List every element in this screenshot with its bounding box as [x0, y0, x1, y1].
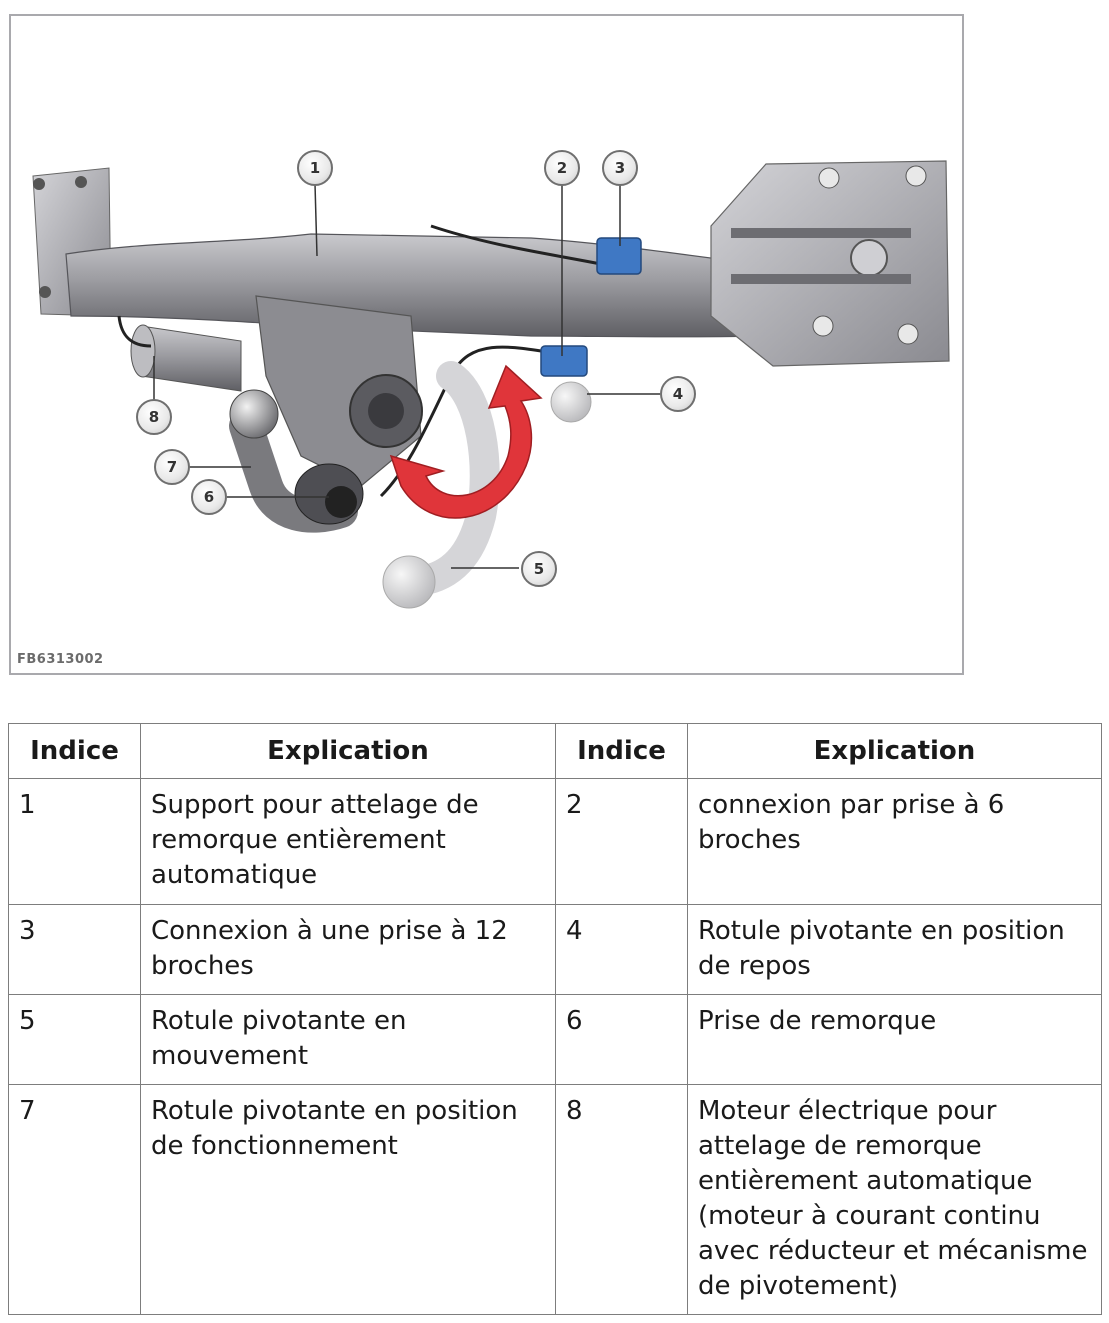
cell-explanation: Connexion à une prise à 12 broches — [140, 904, 556, 995]
callout-1: 1 — [297, 150, 333, 186]
cell-index: 2 — [555, 778, 688, 905]
ball-rest — [550, 381, 592, 423]
header-index: Indice — [8, 723, 141, 779]
table-row: 3 Connexion à une prise à 12 broches 4 R… — [8, 904, 1102, 995]
cell-explanation: Rotule pivotante en mouvement — [140, 994, 556, 1085]
connector-12-pin — [596, 237, 642, 275]
cell-explanation: Rotule pivotante en position de fonction… — [140, 1084, 556, 1315]
table-row: 5 Rotule pivotante en mouvement 6 Prise … — [8, 994, 1102, 1085]
cell-index: 8 — [555, 1084, 688, 1315]
right-mounting-plate — [710, 160, 950, 367]
callout-2: 2 — [544, 150, 580, 186]
cell-index: 4 — [555, 904, 688, 995]
callout-6: 6 — [191, 479, 227, 515]
connector-6-pin — [540, 345, 588, 377]
cell-index: 6 — [555, 994, 688, 1085]
table-row: 7 Rotule pivotante en position de foncti… — [8, 1084, 1102, 1315]
cell-explanation: Prise de remorque — [687, 994, 1102, 1085]
electric-motor — [140, 325, 242, 392]
callout-7: 7 — [154, 449, 190, 485]
header-index: Indice — [555, 723, 688, 779]
cell-explanation: connexion par prise à 6 broches — [687, 778, 1102, 905]
figure-code: FB6313002 — [17, 652, 104, 667]
callout-8: 8 — [136, 399, 172, 435]
callout-4: 4 — [660, 376, 696, 412]
callout-3: 3 — [602, 150, 638, 186]
tow-hitch-drawing — [32, 160, 950, 609]
header-explanation: Explication — [687, 723, 1102, 779]
callout-5: 5 — [521, 551, 557, 587]
cell-index: 5 — [8, 994, 141, 1085]
table-row: 1 Support pour attelage de remorque enti… — [8, 778, 1102, 905]
cell-explanation: Moteur électrique pour attelage de remor… — [687, 1084, 1102, 1315]
cell-index: 3 — [8, 904, 141, 995]
technical-illustration: 1 2 3 4 5 6 7 8 FB6313002 — [9, 14, 964, 675]
main-beam — [65, 233, 772, 338]
cell-explanation: Rotule pivotante en position de repos — [687, 904, 1102, 995]
legend-table: Indice Explication Indice Explication 1 … — [8, 723, 1102, 1315]
table-header-row: Indice Explication Indice Explication — [8, 723, 1102, 779]
ball-working — [229, 389, 279, 439]
header-explanation: Explication — [140, 723, 556, 779]
pivot-arrow — [389, 364, 543, 519]
cell-explanation: Support pour attelage de remorque entièr… — [140, 778, 556, 905]
ball-moving — [382, 555, 436, 609]
cell-index: 7 — [8, 1084, 141, 1315]
cell-index: 1 — [8, 778, 141, 905]
